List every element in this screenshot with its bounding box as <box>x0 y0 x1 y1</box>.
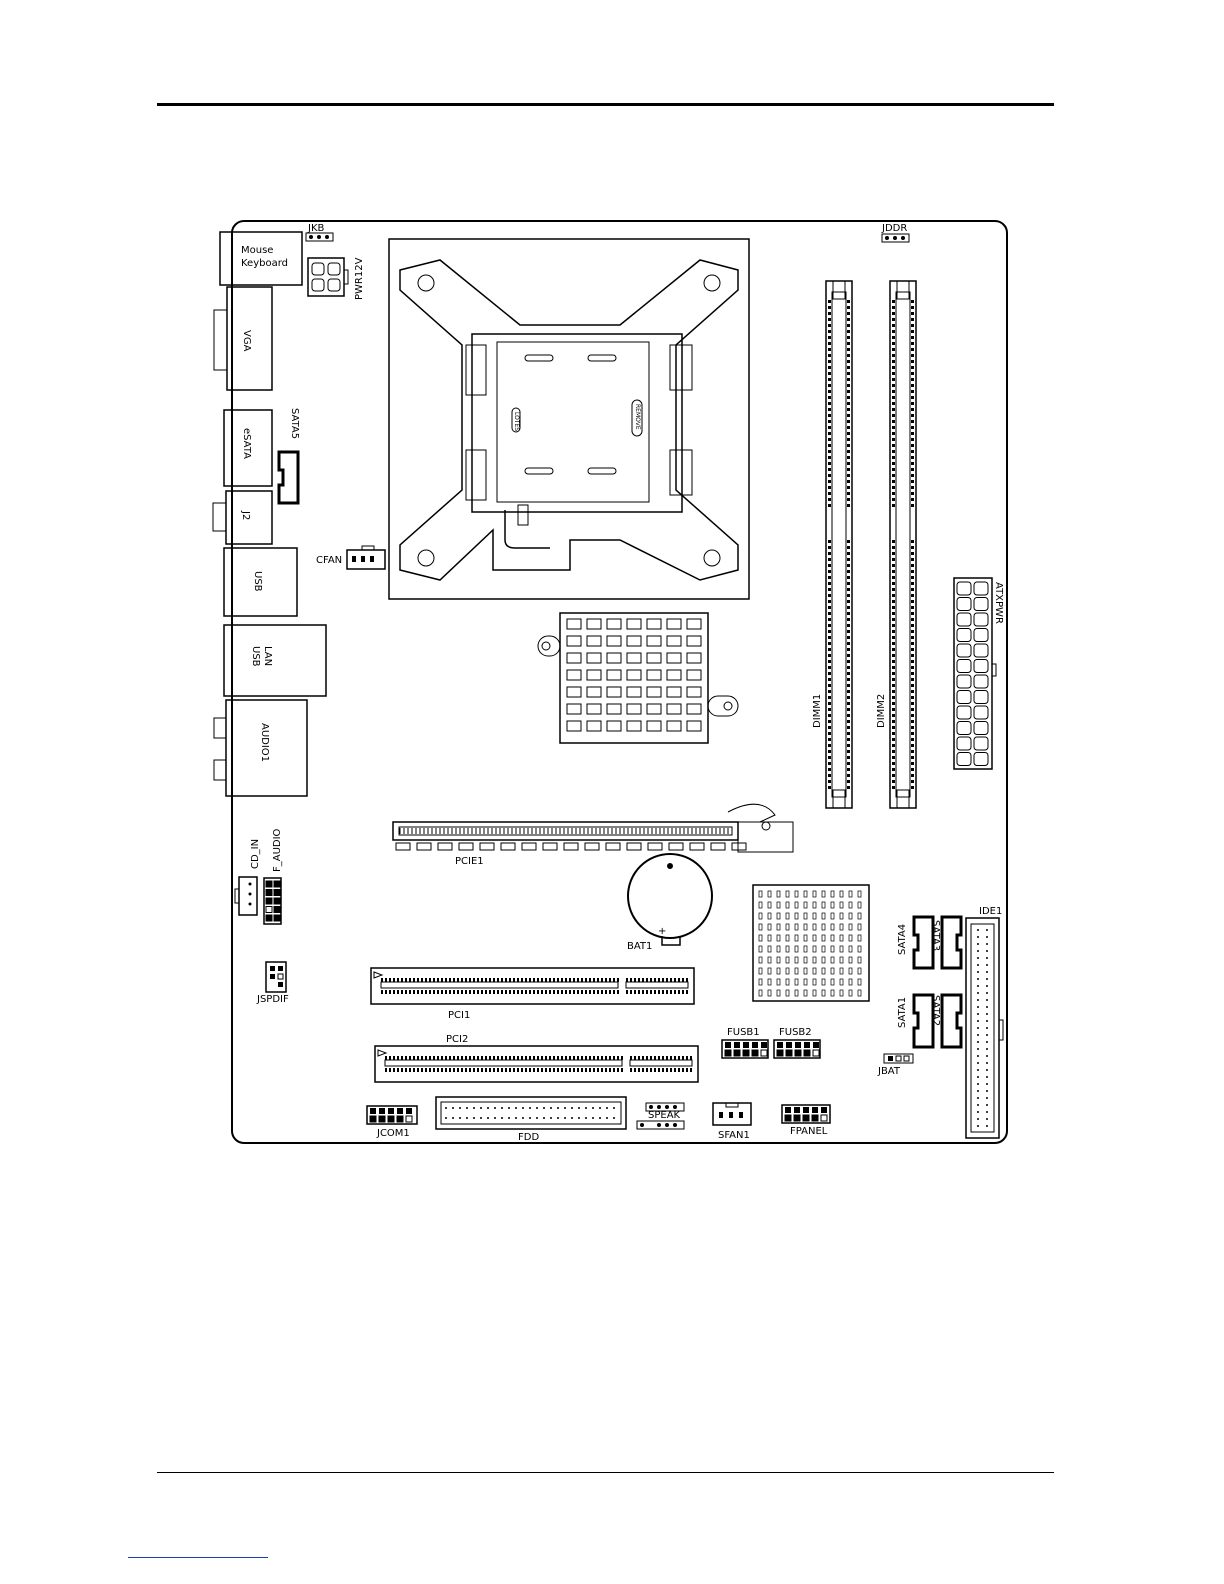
j2-label: J2 <box>240 510 251 520</box>
vga-label: VGA <box>241 330 252 352</box>
j2-port: J2 <box>213 491 272 544</box>
sata2-label: SATA2 <box>930 995 941 1026</box>
fusb2-header: FUSB2 <box>774 1027 820 1058</box>
sata3-connector: SATA3 <box>930 917 961 968</box>
bat1-battery: + BAT1 <box>627 854 712 952</box>
pci-pins <box>381 978 692 1072</box>
jbat-header: JBAT <box>877 1054 913 1077</box>
audio1-port: AUDIO1 <box>214 700 307 796</box>
speak-label: SPEAK <box>648 1110 681 1121</box>
jddr-label: JDDR <box>881 223 907 234</box>
f-audio-header: F_AUDIO <box>264 828 283 924</box>
usb-port: USB <box>224 548 297 616</box>
fusb1-header: FUSB1 <box>722 1027 768 1058</box>
southbridge-heatsink <box>753 885 869 1001</box>
audio1-label: AUDIO1 <box>259 723 270 762</box>
jspdif-header: JSPDIF <box>256 962 289 1005</box>
pci1-slot: PCI1 <box>371 968 694 1021</box>
jspdif-label: JSPDIF <box>256 994 289 1005</box>
cfan-label: CFAN <box>316 555 342 566</box>
dimm1-label: DIMM1 <box>812 694 823 728</box>
fusb1-label: FUSB1 <box>727 1027 760 1038</box>
pcie1-label: PCIE1 <box>455 856 484 867</box>
pwr12v-label: PWR12V <box>354 257 365 300</box>
fdd-connector: FDD <box>436 1097 626 1143</box>
dimm2-slot: DIMM2 <box>876 281 916 808</box>
sata1-label: SATA1 <box>897 997 908 1028</box>
cfan-connector: CFAN <box>316 546 385 569</box>
dimm1-slot: DIMM1 <box>812 281 852 808</box>
northbridge-heatsink <box>538 613 738 743</box>
sata4-connector: SATA4 <box>897 917 933 968</box>
bat1-plus: + <box>658 926 666 937</box>
mouse-label: Mouse <box>241 245 273 256</box>
fpanel-label: FPANEL <box>790 1126 828 1137</box>
keyboard-label: Keyboard <box>241 258 288 269</box>
speak-header: SPEAK <box>637 1103 684 1129</box>
jbat-label: JBAT <box>877 1066 901 1077</box>
lan-usb-label: USB <box>250 646 261 667</box>
vga-port: VGA <box>214 287 272 390</box>
pcie1-pins <box>396 828 746 850</box>
sata5-connector: SATA5 <box>279 408 300 503</box>
dimm-pins <box>828 300 914 789</box>
usb-label: USB <box>252 571 263 592</box>
atxpwr-connector: ATXPWR <box>954 578 1004 769</box>
jcom1-label: JCOM1 <box>376 1128 410 1139</box>
pcie1-slot: PCIE1 <box>393 804 793 867</box>
jkb-header: JKB <box>306 223 333 241</box>
jddr-header: JDDR <box>881 223 909 242</box>
sata1-connector: SATA1 <box>897 995 933 1047</box>
bat1-label: BAT1 <box>627 941 652 952</box>
pwr12v-connector: PWR12V <box>308 257 365 300</box>
pci1-label: PCI1 <box>448 1010 470 1021</box>
sata2-connector: SATA2 <box>930 995 961 1047</box>
pci2-label: PCI2 <box>446 1034 468 1045</box>
fusb2-label: FUSB2 <box>779 1027 812 1038</box>
dimm2-label: DIMM2 <box>876 694 887 728</box>
pci2-slot: PCI2 <box>375 1034 698 1082</box>
lotes-label: LOTES <box>513 412 520 431</box>
remove-label: REMOVE <box>634 404 641 430</box>
sfan1-connector: SFAN1 <box>713 1103 751 1141</box>
jkb-label: JKB <box>307 223 325 234</box>
atxpwr-label: ATXPWR <box>993 582 1004 624</box>
lan-label: LAN <box>262 646 273 666</box>
sata4-label: SATA4 <box>897 924 908 955</box>
cd-in-connector: CD_IN <box>235 839 261 915</box>
cd-in-label: CD_IN <box>250 839 261 869</box>
ide1-connector: IDE1 <box>966 906 1003 1138</box>
jcom1-header: JCOM1 <box>367 1106 417 1139</box>
sata3-label: SATA3 <box>930 920 941 951</box>
mouse-keyboard-port: Mouse Keyboard <box>220 232 302 285</box>
fdd-label: FDD <box>518 1132 539 1143</box>
lan-usb-port: LAN USB <box>224 625 326 696</box>
sfan1-label: SFAN1 <box>718 1130 750 1141</box>
f-audio-label: F_AUDIO <box>272 828 283 872</box>
ide1-label: IDE1 <box>979 906 1002 917</box>
fpanel-header: FPANEL <box>782 1105 830 1137</box>
cpu-socket: LOTES REMOVE <box>389 239 749 599</box>
esata-label: eSATA <box>241 428 252 459</box>
sata5-label: SATA5 <box>289 408 300 439</box>
